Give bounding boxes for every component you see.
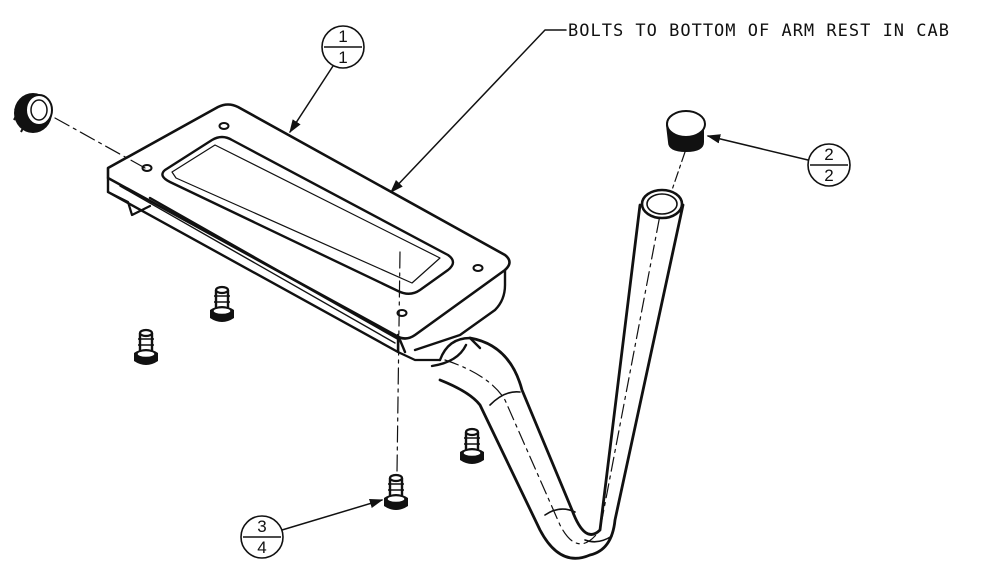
grommet-plug (13, 93, 146, 169)
flange-bolt-1 (210, 285, 234, 322)
flange-bolt-4 (384, 473, 408, 510)
flange-bolt-2 (134, 328, 158, 365)
bolt-centerline (396, 251, 401, 473)
bolts-note: BOLTS TO BOTTOM OF ARM REST IN CAB (390, 21, 950, 193)
balloon-2-top: 2 (824, 145, 833, 164)
balloon-item-1: 1 1 (289, 25, 365, 134)
note-text: BOLTS TO BOTTOM OF ARM REST IN CAB (568, 21, 950, 41)
balloon-1-bottom: 1 (338, 48, 347, 67)
balloon-1-top: 1 (338, 27, 347, 46)
arm-rest-bracket (106, 103, 511, 362)
handle-tube (430, 188, 685, 560)
flange-bolt-3 (460, 427, 484, 464)
balloon-item-2: 2 2 (706, 134, 851, 187)
balloon-3-bottom: 4 (257, 538, 266, 557)
balloon-2-bottom: 2 (824, 166, 833, 185)
balloon-item-3: 3 4 (240, 498, 384, 559)
tube-end-cap (666, 110, 706, 191)
balloon-3-top: 3 (257, 517, 266, 536)
